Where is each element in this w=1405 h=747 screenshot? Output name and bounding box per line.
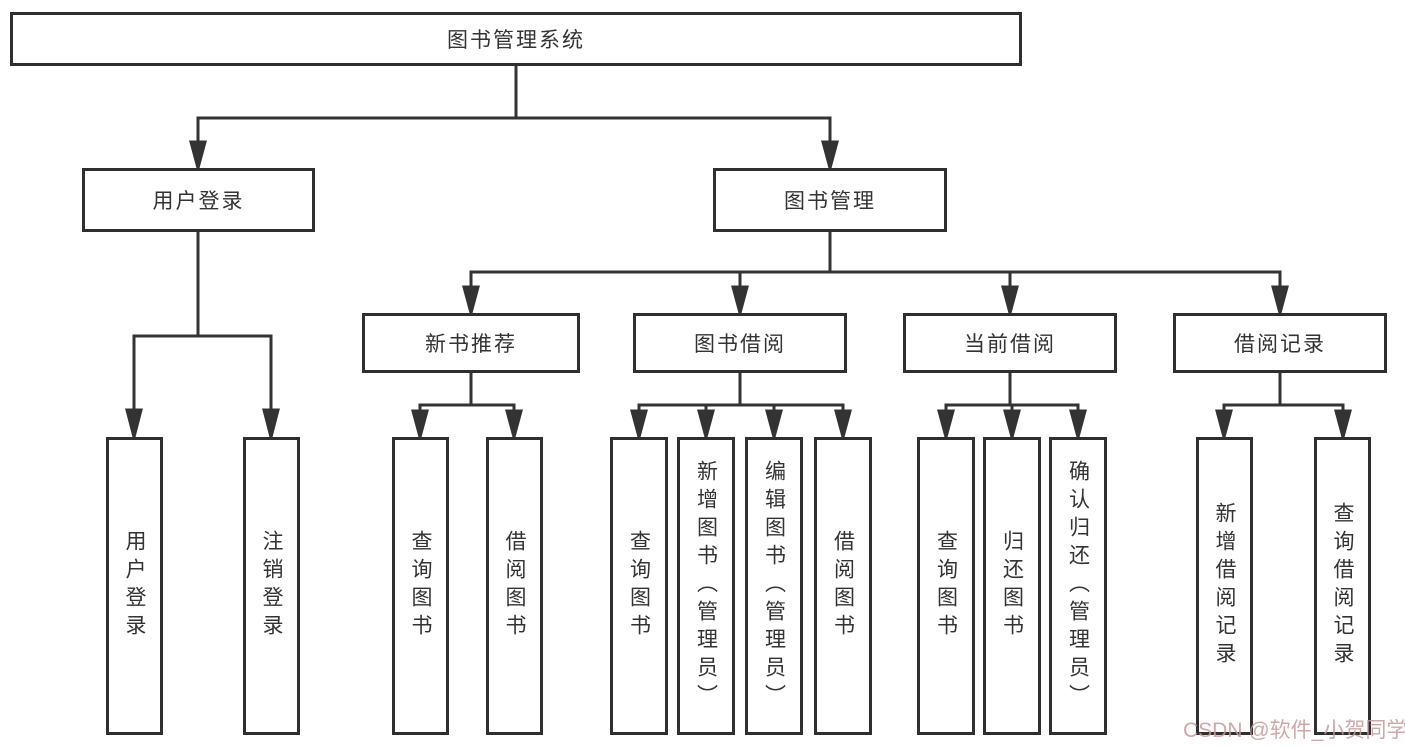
node-label: 确认归还（管理员） [1066, 460, 1090, 712]
csdn-watermark: CSDN @软件_小贺同学 [1183, 719, 1405, 742]
node-query-books-borrowing: 查询图书 [610, 437, 668, 735]
node-label: 用户登录 [123, 530, 146, 642]
node-label: 注销登录 [260, 530, 283, 642]
node-query-books-recommend: 查询图书 [392, 437, 449, 735]
node-borrowing-records: 借阅记录 [1173, 313, 1387, 373]
node-library-management-system: 图书管理系统 [10, 12, 1022, 66]
node-logout-leaf: 注销登录 [243, 437, 300, 735]
node-label: 查询图书 [934, 530, 958, 642]
node-borrow-books-recommend: 借阅图书 [486, 437, 543, 735]
node-label: 新书推荐 [425, 333, 517, 356]
node-label: 借阅图书 [831, 530, 855, 642]
node-add-borrow-record: 新增借阅记录 [1196, 437, 1253, 735]
node-label: 图书借阅 [694, 333, 786, 356]
node-query-borrow-record: 查询借阅记录 [1314, 437, 1371, 735]
node-query-books-current: 查询图书 [917, 437, 975, 735]
node-label: 查询借阅记录 [1331, 502, 1354, 670]
node-label: 图书管理 [784, 190, 876, 213]
node-label: 用户登录 [152, 190, 245, 213]
node-label: 归还图书 [1000, 530, 1024, 642]
node-edit-books-admin: 编辑图书（管理员） [745, 437, 803, 735]
node-user-login-leaf: 用户登录 [106, 437, 163, 735]
node-borrow-books-borrowing: 借阅图书 [814, 437, 872, 735]
node-book-management-branch: 图书管理 [713, 168, 947, 232]
node-label: 新增图书（管理员） [694, 460, 718, 712]
node-label: 当前借阅 [964, 333, 1056, 356]
node-add-books-admin: 新增图书（管理员） [677, 437, 735, 735]
node-label: 新增借阅记录 [1213, 502, 1236, 670]
node-return-books: 归还图书 [983, 437, 1041, 735]
node-current-borrowing: 当前借阅 [903, 313, 1117, 373]
node-label: 编辑图书（管理员） [762, 460, 786, 712]
node-book-borrowing: 图书借阅 [633, 313, 847, 373]
node-label: 借阅记录 [1234, 333, 1326, 356]
node-label: 查询图书 [409, 530, 432, 642]
node-new-book-recommendation: 新书推荐 [362, 313, 580, 373]
node-label: 查询图书 [627, 530, 651, 642]
node-label: 图书管理系统 [447, 29, 585, 52]
node-confirm-return-admin: 确认归还（管理员） [1049, 437, 1107, 735]
node-label: 借阅图书 [503, 530, 526, 642]
node-user-login-branch: 用户登录 [82, 168, 315, 232]
